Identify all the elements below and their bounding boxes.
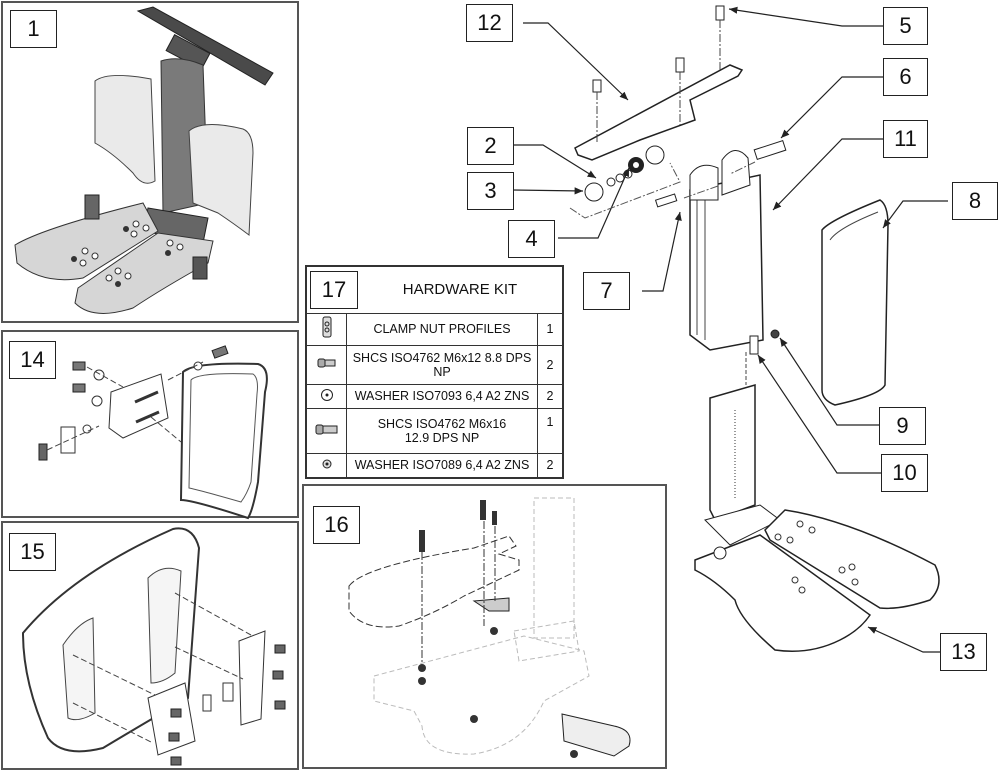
- hardware-qty: 2: [537, 383, 563, 410]
- hardware-row: CLAMP NUT PROFILES 1: [306, 312, 563, 347]
- panel-1-assembly: 1: [1, 1, 299, 323]
- callout-9: 9: [879, 407, 926, 445]
- hardware-row: SHCS ISO4762 M6x12 8.8 DPS NP 2: [306, 345, 563, 385]
- callout-17: 17: [310, 270, 358, 309]
- panel-16-footplate-extension-kit: 16: [302, 484, 667, 769]
- hardware-kit-title: HARDWARE KIT: [402, 281, 518, 299]
- wide-lateral-bracket-illustration: [21, 527, 286, 766]
- screw-long-icon: [306, 408, 347, 454]
- hardware-qty: 1: [537, 408, 563, 454]
- panel-15-wide-lateral-bracket-kit: 15: [1, 521, 299, 770]
- lateral-bracket-illustration: [38, 345, 268, 520]
- callout-3: 3: [467, 172, 514, 210]
- callout-7: 7: [583, 272, 630, 310]
- washer-large-icon: [306, 383, 347, 410]
- hardware-description: WASHER ISO7093 6,4 A2 ZNS: [346, 383, 538, 410]
- callout-14: 14: [9, 341, 56, 379]
- clamp-nut-profile-icon: [306, 312, 347, 347]
- hardware-row: SHCS ISO4762 M6x16 12.9 DPS NP 1: [306, 408, 563, 454]
- screw-short-icon: [306, 345, 347, 385]
- callout-12: 12: [466, 4, 513, 42]
- hardware-row: WASHER ISO7089 6,4 A2 ZNS 2: [306, 452, 563, 479]
- hardware-kit-header: 17 HARDWARE KIT: [306, 266, 563, 314]
- callout-16: 16: [313, 506, 360, 544]
- hardware-description: WASHER ISO7089 6,4 A2 ZNS: [346, 452, 538, 479]
- hardware-description-line2: 12.9 DPS NP: [404, 430, 480, 445]
- footplate-extension-illustration: [348, 497, 631, 758]
- hardware-qty: 1: [537, 312, 563, 347]
- hardware-qty: 2: [537, 452, 563, 479]
- washer-small-icon: [306, 452, 347, 479]
- callout-4: 4: [508, 220, 555, 258]
- hardware-description: SHCS ISO4762 M6x16 12.9 DPS NP: [346, 408, 538, 454]
- callout-11: 11: [883, 120, 928, 158]
- hardware-description: CLAMP NUT PROFILES: [346, 312, 538, 347]
- panel-14-lateral-bracket-kit: 14: [1, 330, 299, 520]
- assembly-illustration: [14, 6, 274, 314]
- hardware-kit-table: 17 HARDWARE KIT CLAMP NUT PROFILES 1 SHC…: [305, 265, 564, 479]
- hardware-description-line1: SHCS ISO4762 M6x16: [377, 416, 507, 431]
- hardware-row: WASHER ISO7093 6,4 A2 ZNS 2: [306, 383, 563, 410]
- hardware-qty: 2: [537, 345, 563, 385]
- callout-2: 2: [467, 127, 514, 165]
- callout-5: 5: [883, 7, 928, 45]
- callout-10: 10: [881, 454, 928, 492]
- callout-15: 15: [9, 533, 56, 571]
- callout-6: 6: [883, 58, 928, 96]
- callout-1: 1: [10, 10, 57, 48]
- hardware-description: SHCS ISO4762 M6x12 8.8 DPS NP: [346, 345, 538, 385]
- callout-13: 13: [940, 633, 987, 671]
- callout-8: 8: [952, 182, 998, 220]
